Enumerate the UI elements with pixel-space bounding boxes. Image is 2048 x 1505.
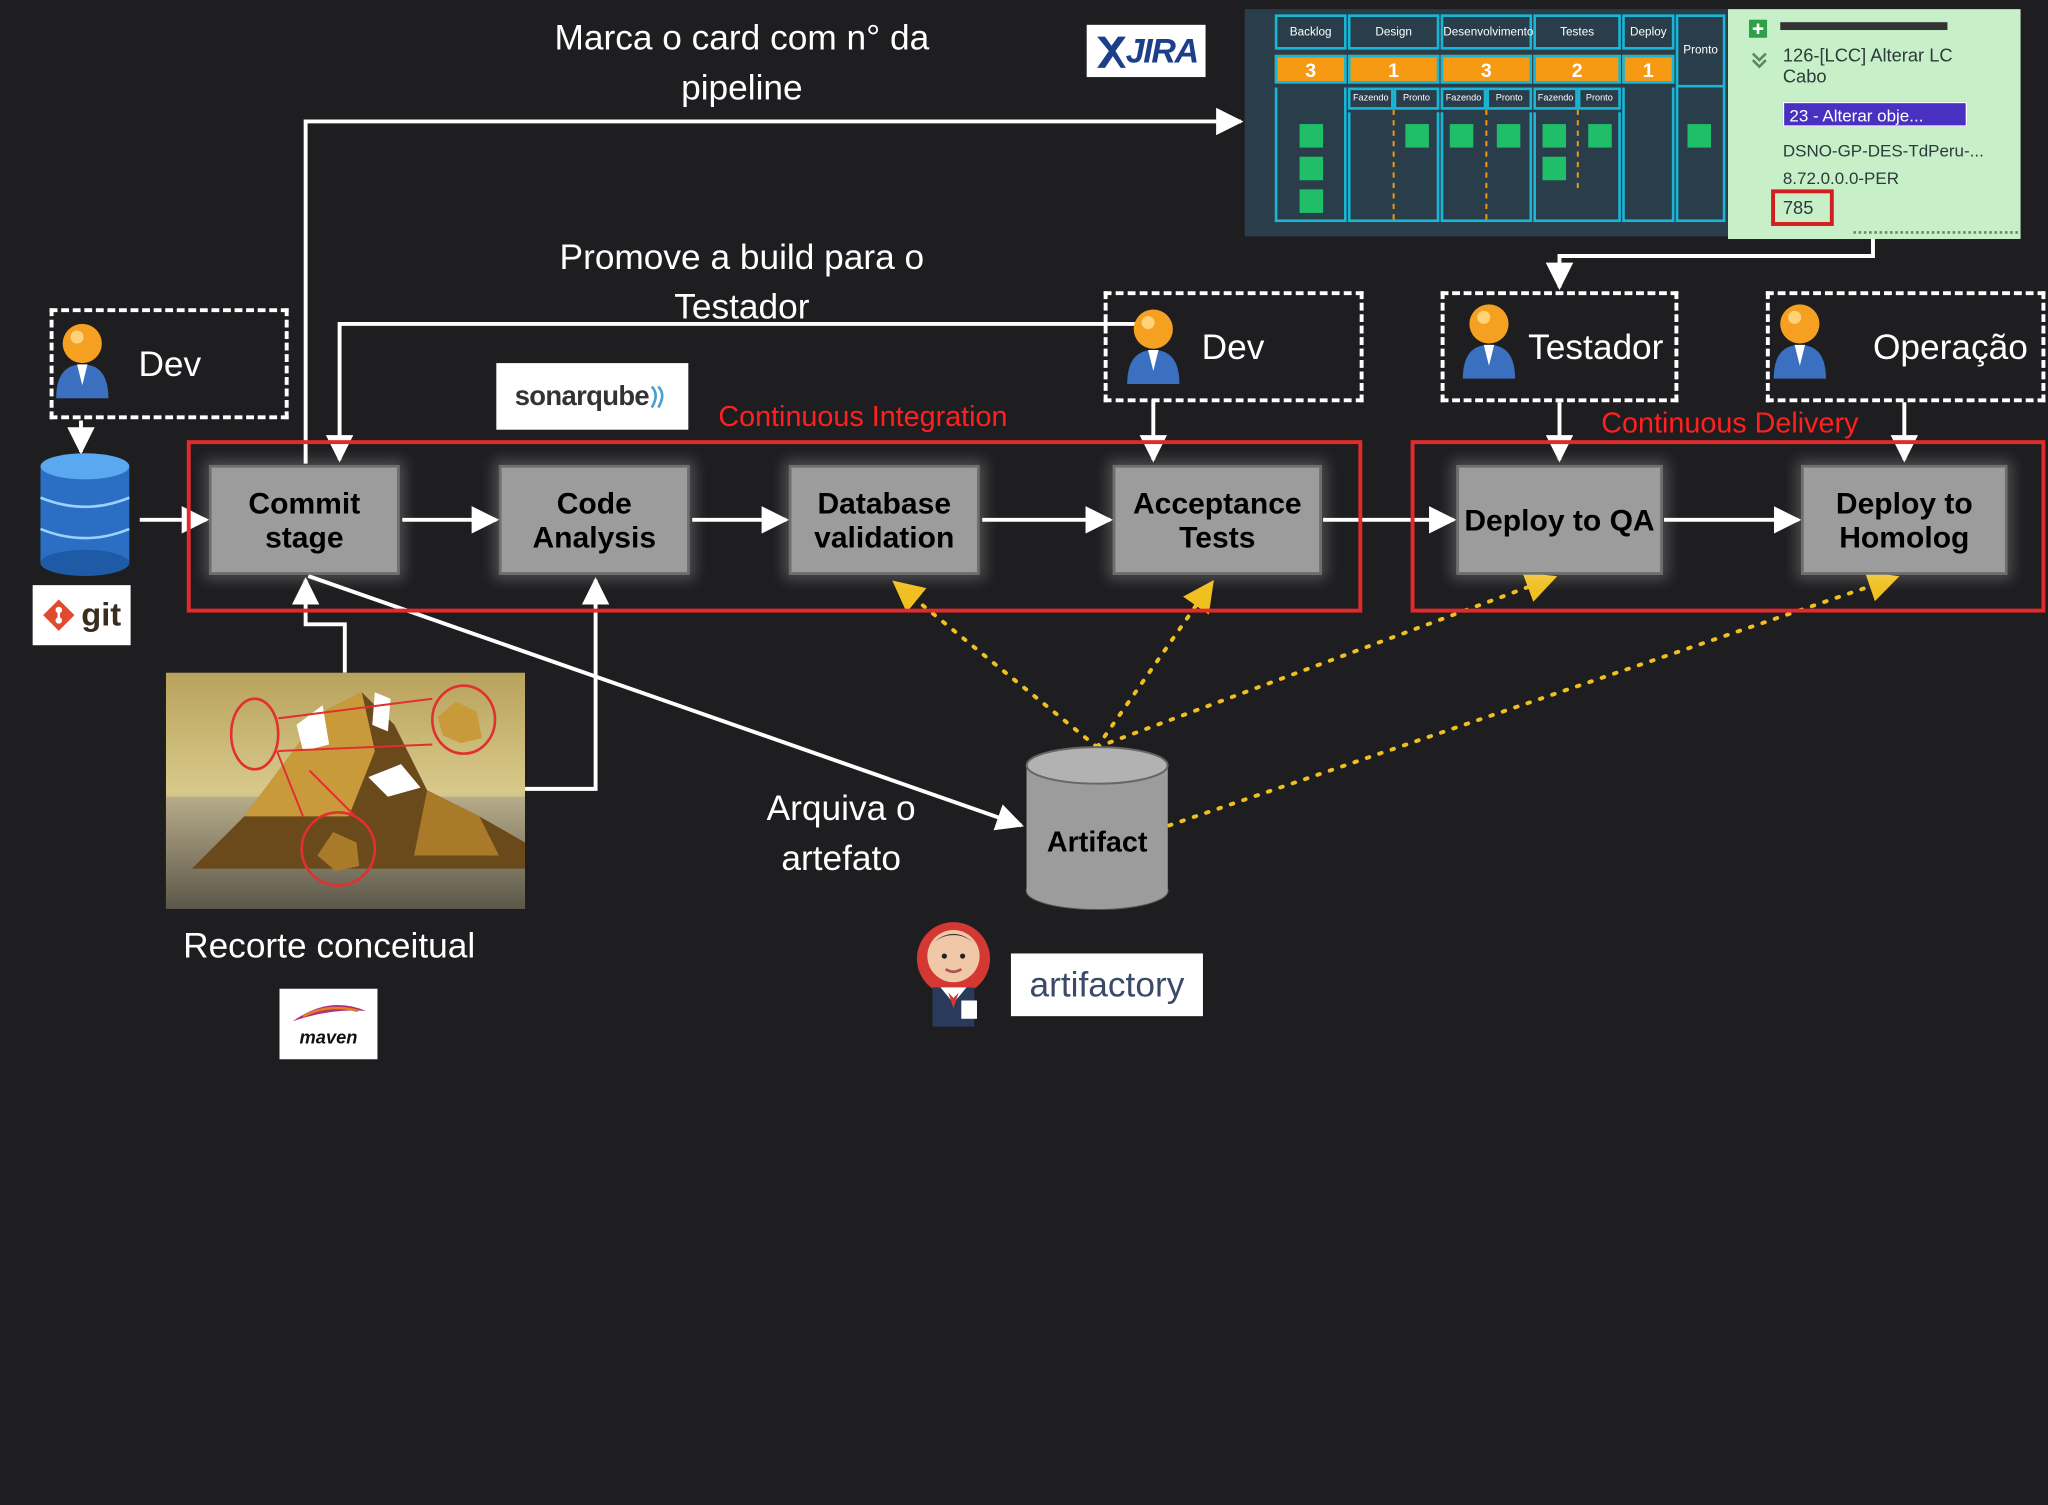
maven-feather-icon — [291, 1005, 366, 1022]
caption-promote: Promove a build para o Testador — [559, 237, 925, 327]
role-dev-left-label: Dev — [138, 344, 202, 384]
kanban-sub: Pronto — [1393, 87, 1440, 110]
kanban-card-square — [1588, 124, 1612, 148]
cd-group-label: Continuous Delivery — [1601, 406, 1859, 439]
kanban-card-square — [1405, 124, 1429, 148]
kanban-column — [1622, 87, 1675, 223]
kanban-card-square — [1299, 124, 1324, 148]
kanban-card-square — [1496, 124, 1521, 148]
artifact-label: Artifact — [1046, 825, 1148, 859]
kanban-col-pronto: Pronto — [1675, 14, 1726, 88]
kanban-sub: Pronto — [1486, 87, 1533, 110]
caption-archive: Arquiva o artefato — [766, 788, 916, 878]
kanban-card-square — [1299, 156, 1324, 181]
chevron-down-icon — [1751, 52, 1767, 69]
line-promote — [325, 321, 1154, 463]
git-text: git — [81, 596, 122, 633]
kanban-sub: Pronto — [1577, 87, 1621, 110]
line-image-commit — [291, 577, 347, 673]
kanban-card-square — [1542, 156, 1567, 181]
plus-icon — [1748, 19, 1768, 38]
kanban-count: 2 — [1533, 54, 1621, 84]
stage-code-analysis[interactable]: Code Analysis — [498, 464, 690, 575]
kanban-col-design: Design — [1347, 14, 1440, 50]
role-dev-right-label: Dev — [1201, 327, 1265, 368]
dotted-artifact-db — [892, 580, 1100, 750]
kanban-column — [1440, 112, 1533, 223]
kanban-col-backlog: Backlog — [1274, 14, 1347, 50]
role-tester-label: Testador — [1528, 327, 1664, 368]
kanban-count: 1 — [1347, 54, 1440, 84]
maven-text: maven — [299, 1026, 358, 1048]
jira-text: JIRA — [1125, 30, 1199, 70]
card-version: 8.72.0.0.0-PER — [1782, 168, 1899, 189]
concept-image — [165, 672, 526, 910]
artifactory-text: artifactory — [1029, 964, 1185, 1004]
kanban-card-square — [1687, 124, 1712, 148]
cd-group — [1410, 440, 2046, 613]
line-commit-artifact — [307, 574, 1024, 831]
sonarqube-logo: sonarqube — [496, 363, 689, 430]
role-box-dev-left — [49, 308, 289, 420]
database-icon — [39, 453, 130, 576]
card-epic: 23 - Alterar obje... — [1782, 101, 1968, 127]
person-icon — [1462, 304, 1516, 379]
kanban-col-testes: Testes — [1533, 14, 1621, 50]
stage-deploy-qa[interactable]: Deploy to QA — [1456, 464, 1663, 575]
kanban-column — [1347, 112, 1440, 223]
role-box-dev-right — [1103, 291, 1364, 403]
sonarqube-text: sonarqube — [514, 380, 650, 411]
kanban-sub: Fazendo — [1440, 87, 1487, 110]
stage-deploy-homolog[interactable]: Deploy to Homolog — [1801, 464, 2008, 575]
stage-database-validation[interactable]: Database validation — [788, 464, 980, 575]
line-card-tester — [1545, 237, 1875, 291]
person-icon — [56, 323, 109, 399]
kanban-sub: Fazendo — [1533, 87, 1578, 110]
jenkins-icon — [916, 922, 991, 1027]
git-diamond-icon — [43, 599, 75, 631]
kanban-col-dev: Desenvolvimento — [1440, 14, 1533, 50]
ci-group — [186, 440, 1363, 613]
kanban-count: 1 — [1622, 54, 1675, 84]
line-image-code — [525, 577, 610, 791]
kanban-dividers — [1392, 109, 1579, 225]
kanban-card-square — [1449, 124, 1474, 148]
artifact-cylinder — [1025, 746, 1169, 911]
person-icon — [1773, 304, 1826, 379]
kanban-card-square — [1299, 189, 1324, 213]
ci-group-label: Continuous Integration — [718, 399, 1008, 433]
dotted-artifact-qa — [1095, 572, 1558, 750]
person-icon — [1127, 309, 1180, 384]
kanban-card-square — [1542, 124, 1567, 148]
line-to-jira — [303, 107, 1244, 464]
kanban-column — [1274, 87, 1347, 223]
kanban-count: 3 — [1440, 54, 1533, 84]
role-ops-label: Operação — [1872, 327, 2028, 368]
jira-card-detail: 126-[LCC] Alterar LC Cabo 23 - Alterar o… — [1727, 9, 2021, 240]
jira-x-icon — [1096, 36, 1126, 68]
role-box-tester — [1440, 291, 1679, 403]
caption-jira-mark: Marca o card com n° da pipeline — [554, 18, 930, 108]
kanban-column — [1533, 112, 1621, 223]
card-top-bar — [1780, 22, 1948, 31]
maven-logo: maven — [279, 988, 378, 1060]
stage-acceptance-tests[interactable]: Acceptance Tests — [1112, 464, 1322, 575]
jira-logo: JIRA — [1086, 24, 1206, 78]
kanban-column — [1675, 87, 1726, 223]
card-build-number: 785 — [1771, 189, 1834, 226]
kanban-sub: Fazendo — [1347, 87, 1394, 110]
dotted-artifact-homolog — [1167, 571, 1900, 828]
connector-layer — [67, 107, 1919, 831]
card-title: 126-[LCC] Alterar LC Cabo — [1782, 44, 1953, 87]
caption-concept: Recorte conceitual — [183, 926, 476, 966]
stage-commit[interactable]: Commit stage — [208, 464, 400, 575]
git-logo: git — [32, 585, 131, 646]
kanban-col-deploy: Deploy — [1622, 14, 1675, 50]
card-component: DSNO-GP-DES-TdPeru-... — [1782, 141, 1984, 161]
card-bottom-dots — [1853, 231, 2018, 234]
artifactory-logo: artifactory — [1010, 953, 1203, 1017]
sonar-waves-icon — [650, 385, 664, 408]
role-box-ops — [1765, 291, 2046, 403]
kanban-count: 3 — [1274, 54, 1347, 84]
